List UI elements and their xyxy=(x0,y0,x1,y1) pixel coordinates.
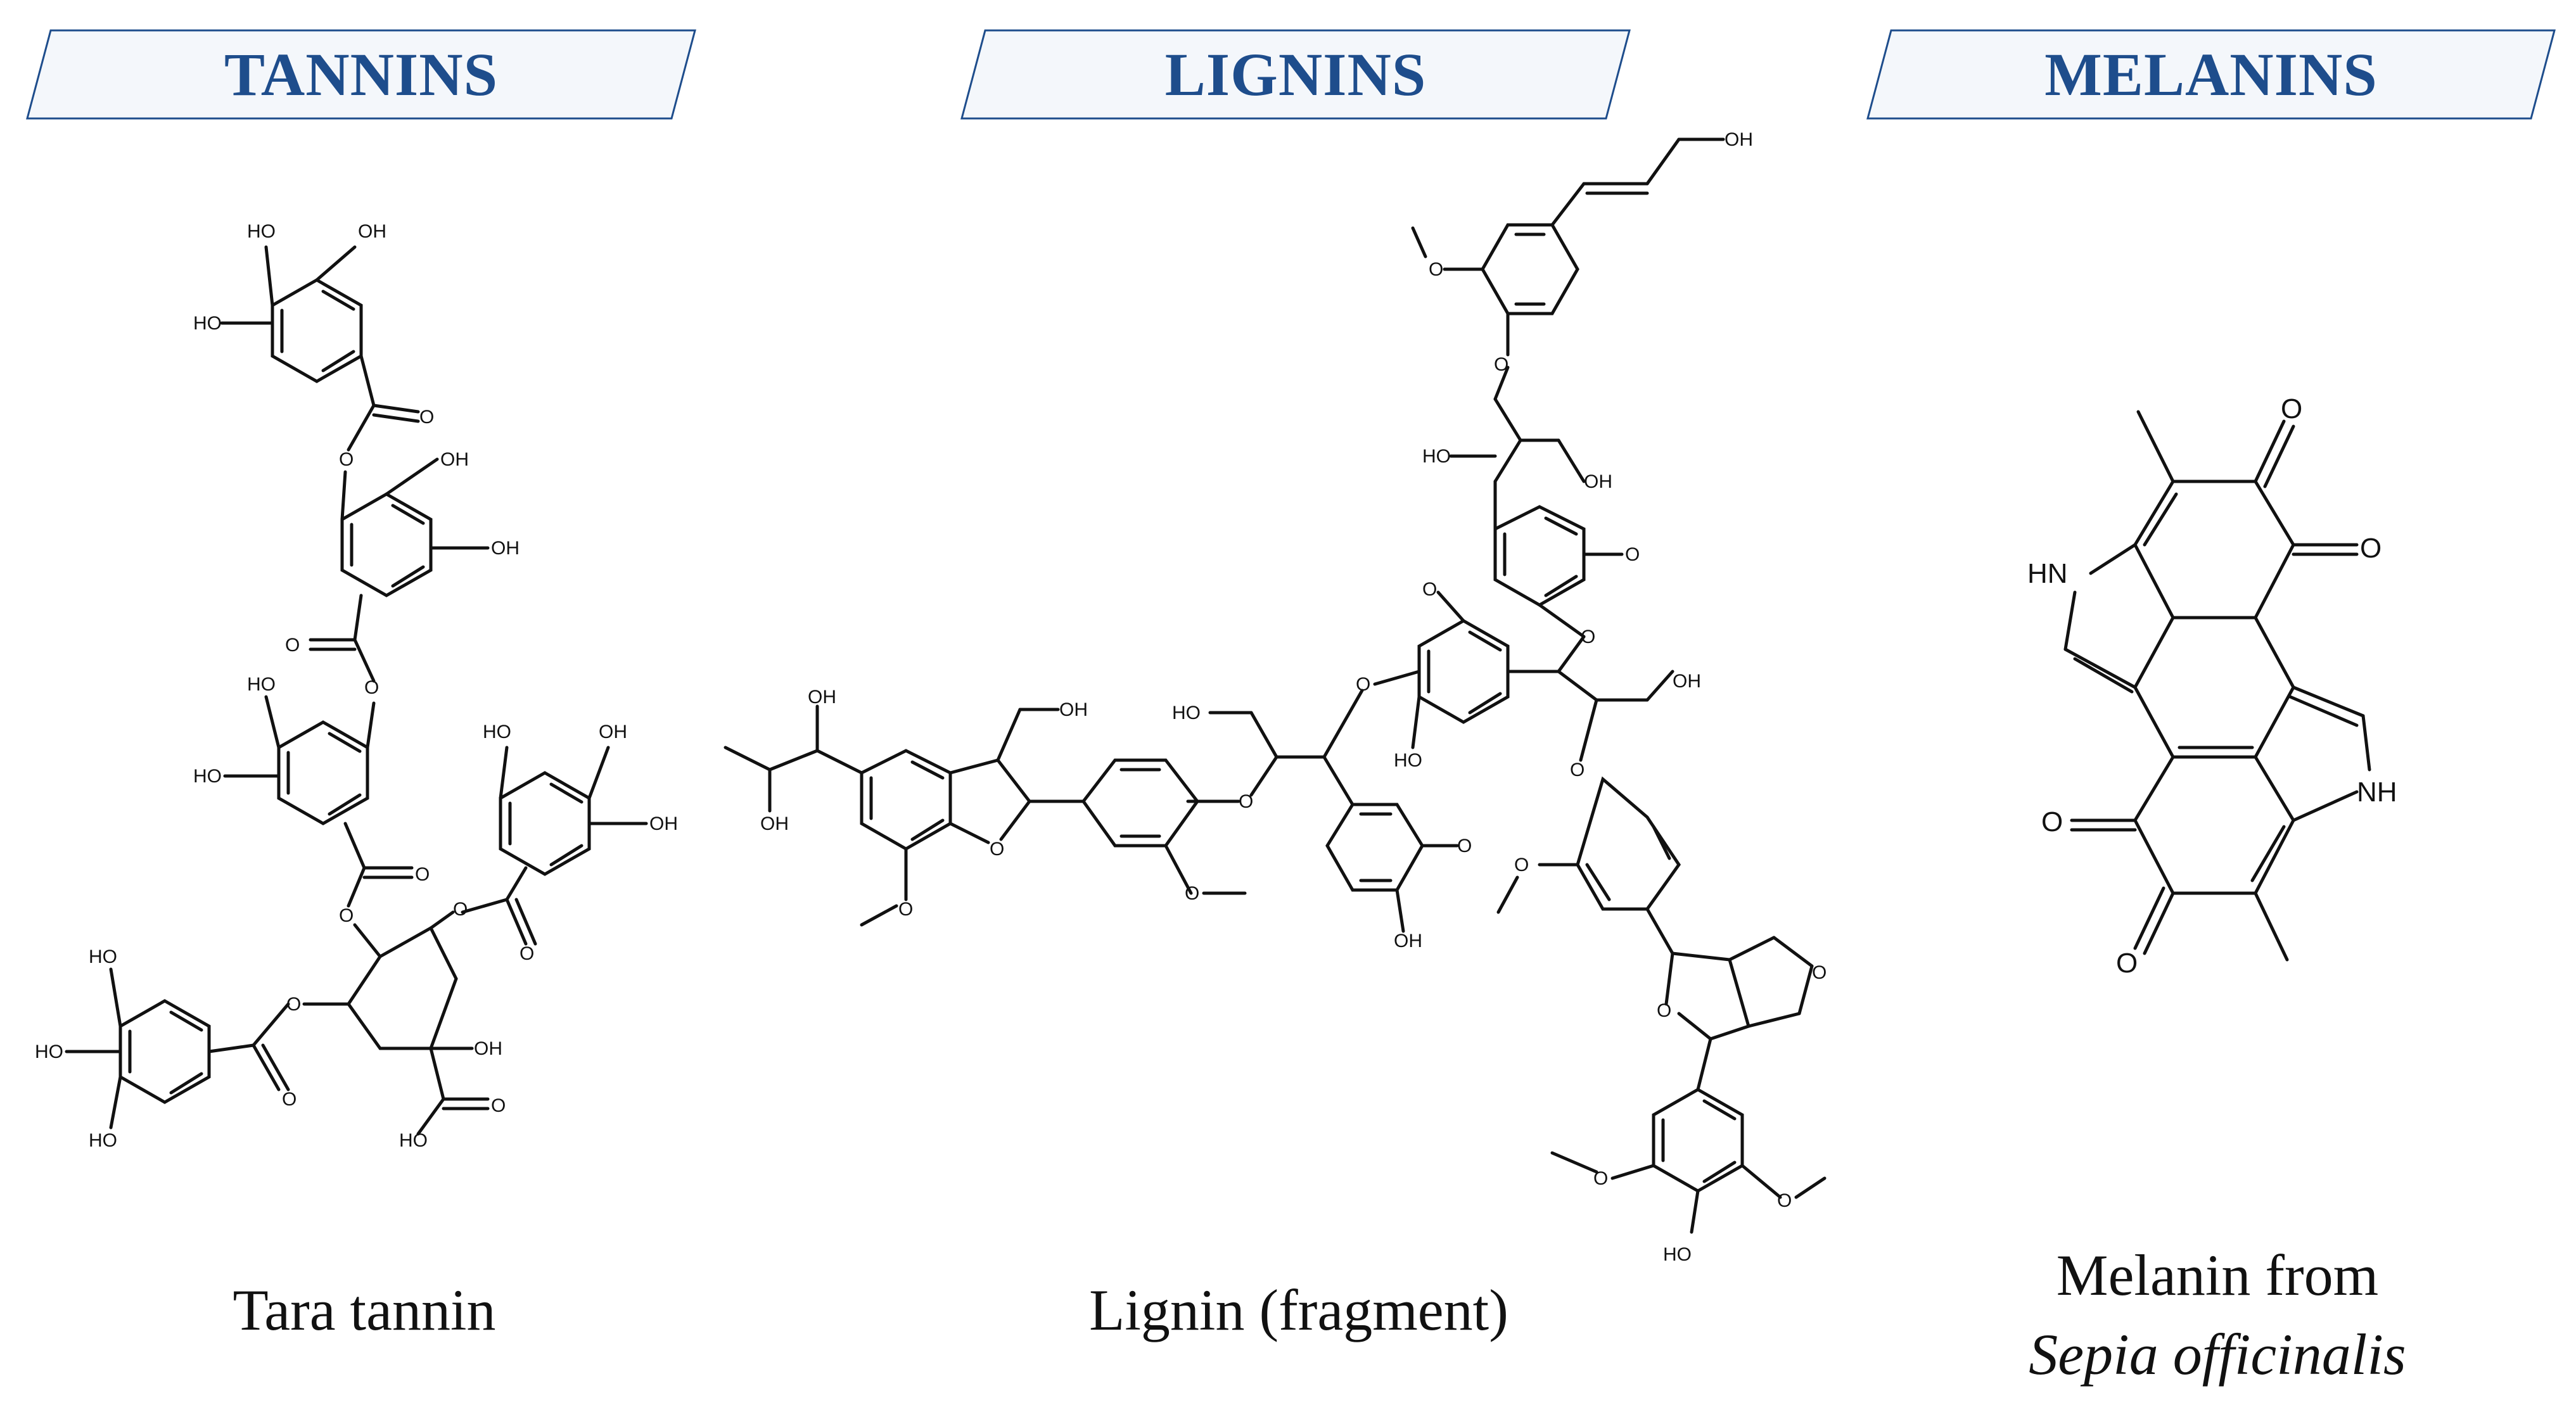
syringyl-ring-bottom xyxy=(1652,1088,1744,1193)
atom-o: O xyxy=(1625,544,1640,565)
atom-oh: HO xyxy=(1663,1244,1692,1265)
atom-o: O xyxy=(453,899,468,920)
atom-oh: OH xyxy=(474,1038,502,1059)
atom-o: O xyxy=(1185,883,1199,904)
atom-o: O xyxy=(364,677,379,698)
atom-oh: OH xyxy=(599,722,627,742)
atom-o: O xyxy=(520,943,534,964)
banner-tannins: TANNINS xyxy=(25,29,697,120)
quinone-ring-upper xyxy=(2133,480,2295,620)
banner-shape xyxy=(960,29,1631,120)
atom-oh: OH xyxy=(1059,699,1088,720)
atom-o: O xyxy=(282,1089,296,1110)
atom-o: O xyxy=(1777,1190,1792,1211)
atom-o: O xyxy=(491,1095,506,1116)
atom-oh: OH xyxy=(808,687,836,708)
atom-oh: OH xyxy=(491,538,520,559)
atom-o: O xyxy=(1429,259,1443,280)
atom-o: O xyxy=(1457,836,1472,856)
atom-o: O xyxy=(1812,962,1827,983)
banner-lignins: LIGNINS xyxy=(960,29,1631,120)
atom-o: O xyxy=(2281,393,2302,424)
banner-title: MELANINS xyxy=(2044,41,2378,108)
atom-oh: HO xyxy=(247,674,276,695)
atom-oh: HO xyxy=(89,1130,117,1151)
tannin-structure: HO OH HO O O OH OH O O HO HO O O O O OH … xyxy=(35,221,678,1151)
atom-o: O xyxy=(339,449,354,470)
atom-oh: HO xyxy=(1422,446,1451,467)
atom-oh: OH xyxy=(1725,129,1753,150)
banner-title: TANNINS xyxy=(224,41,498,108)
caption-lignin-fragment: Lignin (fragment) xyxy=(1089,1278,1508,1342)
atom-o: O xyxy=(286,994,301,1015)
caption-tara-tannin: Tara tannin xyxy=(233,1278,496,1342)
atom-o: O xyxy=(285,635,300,656)
atom-o: O xyxy=(2041,806,2063,837)
atom-oh: HO xyxy=(35,1041,63,1062)
melanin-structure: O O HN NH O O xyxy=(2027,393,2397,979)
atom-oh: OH xyxy=(1394,931,1422,951)
quinone-ring-lower xyxy=(2133,755,2295,895)
caption-melanin-line2: Sepia officinalis xyxy=(2029,1322,2406,1387)
atom-o: O xyxy=(1570,760,1584,780)
atom-o: O xyxy=(1422,579,1437,600)
atom-o: O xyxy=(2360,533,2382,564)
atom-oh: OH xyxy=(760,813,789,834)
guaiacyl-ring-upper xyxy=(1493,505,1586,607)
atom-oh: OH xyxy=(1673,671,1701,692)
atom-hn: HN xyxy=(2027,558,2068,589)
banner-title: LIGNINS xyxy=(1164,41,1427,108)
atom-o: O xyxy=(1593,1168,1608,1189)
atom-o: O xyxy=(990,839,1004,860)
lignin-structure: OH OH OH O O O O HO O O OH O HO xyxy=(724,129,1827,1265)
atom-oh: HO xyxy=(89,946,117,967)
banner-shape xyxy=(1866,29,2556,120)
atom-oh: HO xyxy=(399,1130,428,1151)
atom-oh: HO xyxy=(193,313,222,334)
atom-oh: HO xyxy=(483,722,511,742)
atom-o: O xyxy=(1581,626,1595,647)
atom-o: O xyxy=(419,407,434,428)
atom-o: O xyxy=(898,899,913,920)
atom-oh: HO xyxy=(1394,750,1422,771)
atom-o: O xyxy=(1239,791,1253,812)
banner-melanins: MELANINS xyxy=(1866,29,2556,120)
caption-melanin-line1: Melanin from xyxy=(2056,1243,2379,1307)
atom-o: O xyxy=(2116,948,2138,979)
atom-o: O xyxy=(1356,674,1370,695)
atom-oh: HO xyxy=(193,766,222,787)
atom-oh: OH xyxy=(358,221,386,242)
atom-oh: OH xyxy=(440,449,469,470)
atom-nh: NH xyxy=(2357,777,2397,808)
atom-oh: HO xyxy=(1172,703,1201,723)
atom-oh: HO xyxy=(247,221,276,242)
banner-shape xyxy=(26,29,696,120)
atom-o: O xyxy=(1494,354,1508,375)
atom-o: O xyxy=(1657,1000,1671,1021)
atom-o: O xyxy=(1514,855,1529,875)
atom-oh: OH xyxy=(649,813,678,834)
atom-o: O xyxy=(415,864,430,885)
atom-o: O xyxy=(339,905,354,926)
atom-oh: OH xyxy=(1584,471,1612,492)
